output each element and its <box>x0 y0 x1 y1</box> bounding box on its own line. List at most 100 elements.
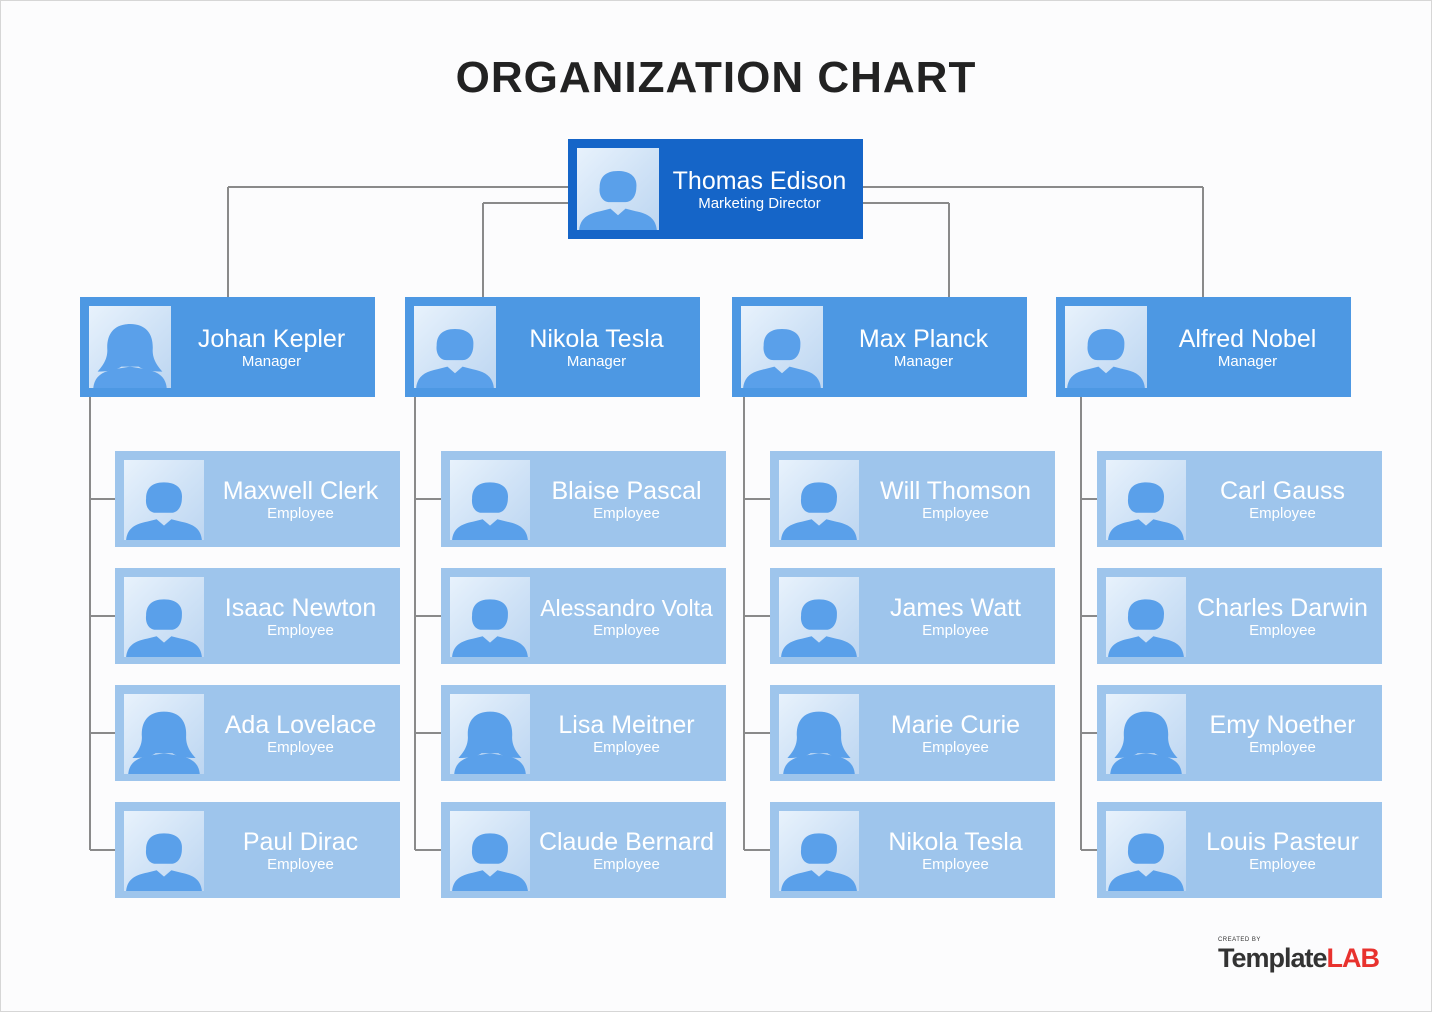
male-avatar-icon <box>1108 599 1184 657</box>
person-name: Isaac Newton <box>224 593 377 622</box>
person-name: Blaise Pascal <box>551 476 702 505</box>
avatar <box>124 577 204 657</box>
male-avatar-icon <box>1108 833 1184 891</box>
male-avatar-icon <box>452 482 528 540</box>
avatar <box>1106 694 1186 774</box>
person-name: Thomas Edison <box>672 166 847 195</box>
avatar <box>414 306 496 388</box>
female-avatar-icon <box>93 324 167 388</box>
male-avatar-icon <box>1108 482 1184 540</box>
avatar <box>1065 306 1147 388</box>
person-name: Alfred Nobel <box>1178 324 1317 353</box>
female-avatar-icon <box>1110 711 1182 774</box>
avatar <box>450 460 530 540</box>
person-name: Louis Pasteur <box>1206 827 1359 856</box>
person-name: Alessandro Volta <box>540 594 713 621</box>
logo-caption: CREATED BY <box>1217 937 1261 943</box>
male-avatar-icon <box>1067 328 1145 388</box>
templatelab-logo: CREATED BY TemplateLAB <box>1217 937 1380 973</box>
person-role: Employee <box>922 738 989 756</box>
person-role: Employee <box>593 738 660 756</box>
male-avatar-icon <box>781 482 857 540</box>
male-avatar-icon <box>126 482 202 540</box>
logo-part-lab: LAB <box>1326 943 1380 973</box>
person-role: Manager <box>893 352 954 370</box>
person-role: Manager <box>241 352 302 370</box>
avatar <box>779 811 859 891</box>
avatar <box>577 148 659 230</box>
avatar <box>1106 577 1186 657</box>
person-role: Employee <box>593 855 660 873</box>
person-role: Employee <box>1249 738 1316 756</box>
person-role: Employee <box>922 621 989 639</box>
person-role: Employee <box>922 504 989 522</box>
person-name: Lisa Meitner <box>558 710 695 739</box>
avatar <box>450 577 530 657</box>
male-avatar-icon <box>781 599 857 657</box>
person-role: Manager <box>1217 352 1278 370</box>
female-avatar-icon <box>128 711 200 774</box>
avatar <box>779 577 859 657</box>
male-avatar-icon <box>781 833 857 891</box>
person-name: Max Planck <box>858 324 989 353</box>
person-role: Employee <box>1249 504 1316 522</box>
person-name: Emy Noether <box>1209 710 1356 739</box>
male-avatar-icon <box>579 170 657 230</box>
person-role: Employee <box>1249 855 1316 873</box>
person-name: Claude Bernard <box>538 827 715 856</box>
person-role: Manager <box>566 352 627 370</box>
person-role: Employee <box>267 738 334 756</box>
avatar <box>450 694 530 774</box>
person-role: Marketing Director <box>698 194 821 212</box>
person-name: Maxwell Clerk <box>222 476 379 505</box>
person-name: Charles Darwin <box>1197 593 1368 622</box>
avatar <box>124 460 204 540</box>
avatar <box>1106 811 1186 891</box>
person-role: Employee <box>1249 621 1316 639</box>
person-name: Paul Dirac <box>242 827 359 856</box>
chart-title: ORGANIZATION CHART <box>455 53 977 102</box>
logo-part-template: Template <box>1217 943 1328 973</box>
person-name: James Watt <box>889 593 1022 622</box>
female-avatar-icon <box>783 711 855 774</box>
male-avatar-icon <box>452 833 528 891</box>
male-avatar-icon <box>126 599 202 657</box>
male-avatar-icon <box>126 833 202 891</box>
person-name: Ada Lovelace <box>224 710 377 739</box>
avatar <box>741 306 823 388</box>
male-avatar-icon <box>452 599 528 657</box>
person-name: Will Thomson <box>880 476 1031 505</box>
female-avatar-icon <box>454 711 526 774</box>
avatar <box>124 694 204 774</box>
male-avatar-icon <box>416 328 494 388</box>
male-avatar-icon <box>743 328 821 388</box>
person-name: Nikola Tesla <box>888 827 1023 856</box>
person-name: Carl Gauss <box>1219 476 1346 505</box>
person-name: Marie Curie <box>890 710 1021 739</box>
person-name: Nikola Tesla <box>529 324 664 353</box>
avatar <box>450 811 530 891</box>
person-role: Employee <box>267 504 334 522</box>
avatar <box>779 460 859 540</box>
